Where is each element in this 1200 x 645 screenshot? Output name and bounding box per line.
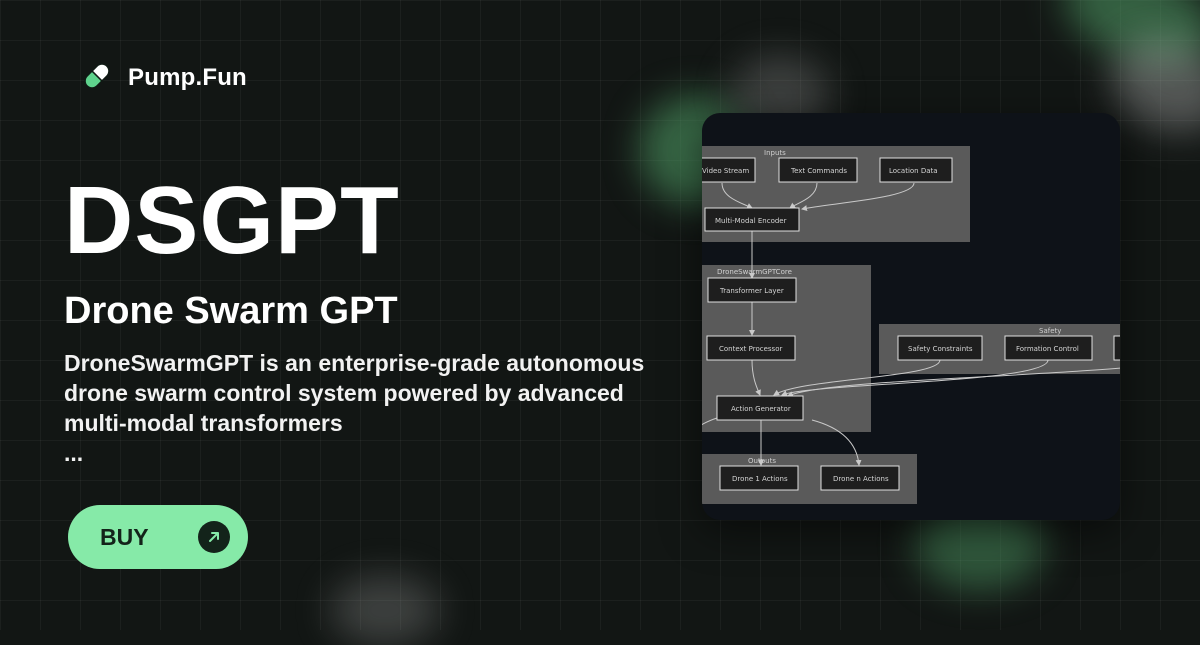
group-safety-title: Safety bbox=[1039, 327, 1061, 335]
svg-text:Transformer Layer: Transformer Layer bbox=[719, 287, 784, 295]
pill-icon bbox=[80, 59, 114, 98]
decor-blob bbox=[330, 575, 440, 645]
brand[interactable]: Pump.Fun bbox=[80, 60, 247, 96]
node-video-stream: Video Stream bbox=[702, 157, 756, 183]
node-formation-control: Formation Control bbox=[1004, 335, 1093, 361]
architecture-diagram: Inputs DroneSwarmGPTCore Safety Outputs … bbox=[702, 146, 1120, 504]
description-text: DroneSwarmGPT is an enterprise-grade aut… bbox=[64, 350, 645, 436]
edge bbox=[801, 182, 915, 211]
description-ellipsis: ... bbox=[64, 440, 84, 466]
node-drone1-actions: Drone 1 Actions bbox=[719, 465, 799, 491]
token-image: Inputs DroneSwarmGPTCore Safety Outputs … bbox=[702, 113, 1120, 520]
svg-text:Drone 1 Actions: Drone 1 Actions bbox=[732, 475, 788, 483]
buy-label: BUY bbox=[100, 523, 149, 550]
node-multimodal-encoder: Multi-Modal Encoder bbox=[704, 207, 800, 232]
edge bbox=[702, 417, 718, 426]
edge bbox=[751, 359, 761, 396]
node-transformer-layer: Transformer Layer bbox=[707, 277, 797, 303]
token-name: Drone Swarm GPT bbox=[64, 290, 398, 332]
arrow-up-right-icon bbox=[198, 521, 230, 553]
node-safety-constraints: Safety Constraints bbox=[897, 335, 983, 361]
group-core-title: DroneSwarmGPTCore bbox=[717, 268, 792, 276]
svg-text:Drone n Actions: Drone n Actions bbox=[833, 475, 889, 483]
node-location-data: Location Data bbox=[879, 157, 953, 183]
svg-text:Text Commands: Text Commands bbox=[790, 167, 847, 175]
node-offscreen bbox=[1113, 335, 1120, 361]
svg-text:Video Stream: Video Stream bbox=[702, 167, 749, 175]
node-context-processor: Context Processor bbox=[706, 335, 796, 361]
token-symbol: DSGPT bbox=[64, 167, 400, 274]
edge bbox=[811, 419, 862, 466]
edge bbox=[721, 182, 753, 209]
svg-text:Context Processor: Context Processor bbox=[719, 345, 782, 353]
group-inputs-title: Inputs bbox=[764, 149, 786, 157]
svg-text:Safety Constraints: Safety Constraints bbox=[908, 345, 973, 353]
edge bbox=[773, 359, 941, 396]
svg-text:Formation Control: Formation Control bbox=[1016, 345, 1079, 353]
svg-text:Location Data: Location Data bbox=[889, 167, 938, 175]
brand-name: Pump.Fun bbox=[128, 64, 247, 91]
node-text-commands: Text Commands bbox=[778, 157, 858, 183]
node-dronen-actions: Drone n Actions bbox=[820, 465, 900, 491]
svg-text:Action Generator: Action Generator bbox=[731, 405, 791, 413]
edge bbox=[781, 359, 1049, 396]
node-action-generator: Action Generator bbox=[716, 395, 804, 421]
token-description: DroneSwarmGPT is an enterprise-grade aut… bbox=[64, 348, 664, 468]
edge bbox=[789, 182, 818, 209]
buy-button[interactable]: BUY bbox=[68, 505, 248, 569]
svg-text:Multi-Modal Encoder: Multi-Modal Encoder bbox=[715, 217, 787, 225]
edge bbox=[787, 367, 1120, 397]
group-outputs-title: Outputs bbox=[748, 457, 776, 465]
